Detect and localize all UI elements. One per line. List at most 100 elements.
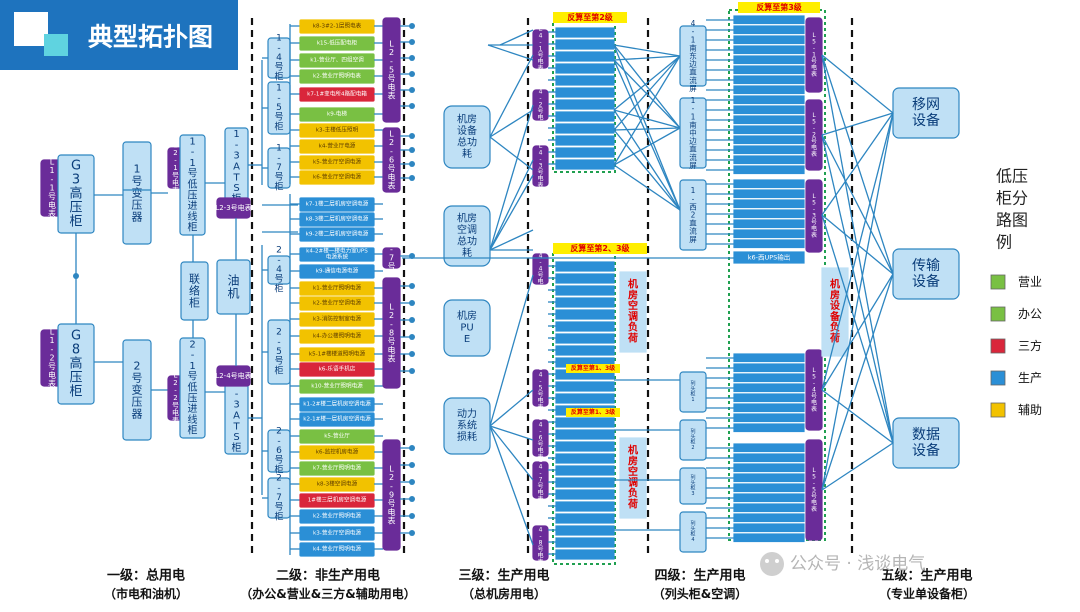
l4-branch-19 bbox=[733, 209, 805, 219]
meter-l2-9 bbox=[382, 439, 401, 551]
l4-branch-13 bbox=[733, 145, 805, 155]
header-logo-accent bbox=[44, 34, 68, 56]
label-char: 表 bbox=[388, 353, 396, 363]
l3-branch-19 bbox=[555, 345, 615, 356]
label-char: - bbox=[692, 27, 695, 36]
l4-branch-8 bbox=[733, 95, 805, 105]
label-char: 4 bbox=[539, 253, 543, 260]
label-char: - bbox=[51, 175, 54, 184]
label-char: 机 bbox=[830, 278, 840, 291]
label-char: 1 bbox=[134, 163, 141, 176]
l4-branch-10 bbox=[733, 115, 805, 125]
label-char: A bbox=[233, 411, 240, 422]
label-char: - bbox=[813, 206, 815, 213]
label-char: 4 bbox=[539, 150, 543, 157]
label-char: - bbox=[539, 378, 541, 385]
label-char: 负 bbox=[628, 487, 638, 500]
label-char: - bbox=[390, 482, 393, 491]
label-char: 3 bbox=[72, 172, 80, 187]
label-line: k3-营业厅空调电源 bbox=[313, 529, 361, 537]
label-char: L bbox=[389, 130, 394, 139]
label-line: 设备 bbox=[912, 442, 940, 459]
l4-branch-37 bbox=[733, 503, 805, 513]
label-char: 2 bbox=[691, 445, 694, 451]
label-char: L bbox=[389, 228, 394, 237]
label-char: 1 bbox=[173, 164, 177, 172]
label-char: 柜 bbox=[232, 441, 242, 454]
label-line: k5-1#楼楼道照明电源 bbox=[309, 350, 366, 358]
label-char: 柜 bbox=[690, 439, 695, 446]
label-line: k6-西UPS输出 bbox=[748, 253, 791, 262]
label-char: 电 bbox=[388, 82, 396, 92]
label-char: 电 bbox=[537, 277, 543, 285]
connector-line bbox=[613, 55, 681, 131]
calc-badge-5 bbox=[738, 2, 820, 13]
junction-dot bbox=[409, 147, 415, 153]
label-char: 柜 bbox=[274, 180, 283, 192]
label-char: L bbox=[539, 246, 543, 253]
l4-branch-18 bbox=[733, 199, 805, 209]
calc-badge-3 bbox=[566, 364, 620, 373]
label-char: 电 bbox=[811, 498, 817, 506]
l4-branch-2 bbox=[733, 35, 805, 45]
label-char: 号 bbox=[811, 219, 817, 226]
label-char: 电 bbox=[537, 113, 543, 121]
label-char: 空 bbox=[628, 299, 638, 312]
l3-branch-11 bbox=[555, 159, 615, 170]
meter-l2-8 bbox=[382, 277, 401, 389]
label-line: k5-营业厅空调电源 bbox=[313, 158, 361, 166]
label-char: 号 bbox=[274, 274, 283, 285]
meter-l4-1 bbox=[532, 29, 549, 69]
l4-branch-31 bbox=[733, 443, 805, 453]
label-char: 列 bbox=[690, 474, 695, 481]
label-char: 房 bbox=[628, 454, 638, 467]
label-char: 1 bbox=[276, 144, 282, 154]
label-char: 号 bbox=[274, 62, 283, 73]
label-char: 1 bbox=[189, 361, 195, 372]
calc-badge-4 bbox=[566, 408, 620, 417]
label-char: - bbox=[174, 156, 177, 164]
label-char: - bbox=[813, 380, 815, 387]
label-char: - bbox=[390, 245, 393, 254]
label-char: 中 bbox=[689, 128, 697, 138]
label-char: L bbox=[174, 371, 178, 379]
l3-branch-7 bbox=[555, 111, 615, 122]
l4-branch-23 bbox=[733, 353, 805, 363]
label-char: 柜 bbox=[188, 424, 198, 437]
label-char: 4 bbox=[539, 527, 543, 534]
l4-branch-17 bbox=[733, 189, 805, 199]
label-char: - bbox=[539, 156, 541, 163]
label-char: 机 bbox=[628, 444, 638, 457]
label-char: 表 bbox=[537, 120, 543, 128]
l4-branch-26 bbox=[733, 383, 805, 393]
label-char: 7 bbox=[389, 254, 394, 263]
level-label-5: 五级：生产用电 bbox=[881, 568, 972, 584]
label-char: 号 bbox=[388, 262, 396, 271]
l4-branch-35 bbox=[733, 483, 805, 493]
label-char: 4 bbox=[691, 537, 694, 543]
label-char: 头 bbox=[690, 479, 695, 486]
label-char: 柜 bbox=[69, 385, 82, 400]
row-cabinet-2 bbox=[679, 467, 707, 505]
label-char: - bbox=[539, 39, 541, 46]
label-char: 调 bbox=[628, 476, 638, 489]
label-char: 2 bbox=[189, 339, 195, 350]
label-char: 柜 bbox=[189, 296, 200, 309]
l4-branch-14 bbox=[733, 155, 805, 165]
label-char: 号 bbox=[188, 168, 198, 180]
label-char: 电 bbox=[388, 172, 396, 182]
label-char: 压 bbox=[69, 201, 82, 216]
label-char: L bbox=[812, 467, 816, 474]
label-char: 流 bbox=[689, 152, 697, 162]
l4-branch-7 bbox=[733, 85, 805, 95]
meter-l2-7 bbox=[382, 247, 401, 269]
label-char: 1 bbox=[233, 129, 239, 140]
l3-branch-30 bbox=[555, 477, 615, 488]
label-char: - bbox=[539, 95, 541, 102]
l4-branch-1 bbox=[733, 25, 805, 35]
legend-swatch-1 bbox=[990, 306, 1006, 322]
l3-branch-31 bbox=[555, 489, 615, 500]
label-char: 2 bbox=[389, 311, 394, 320]
meter-l4-5 bbox=[532, 369, 549, 407]
